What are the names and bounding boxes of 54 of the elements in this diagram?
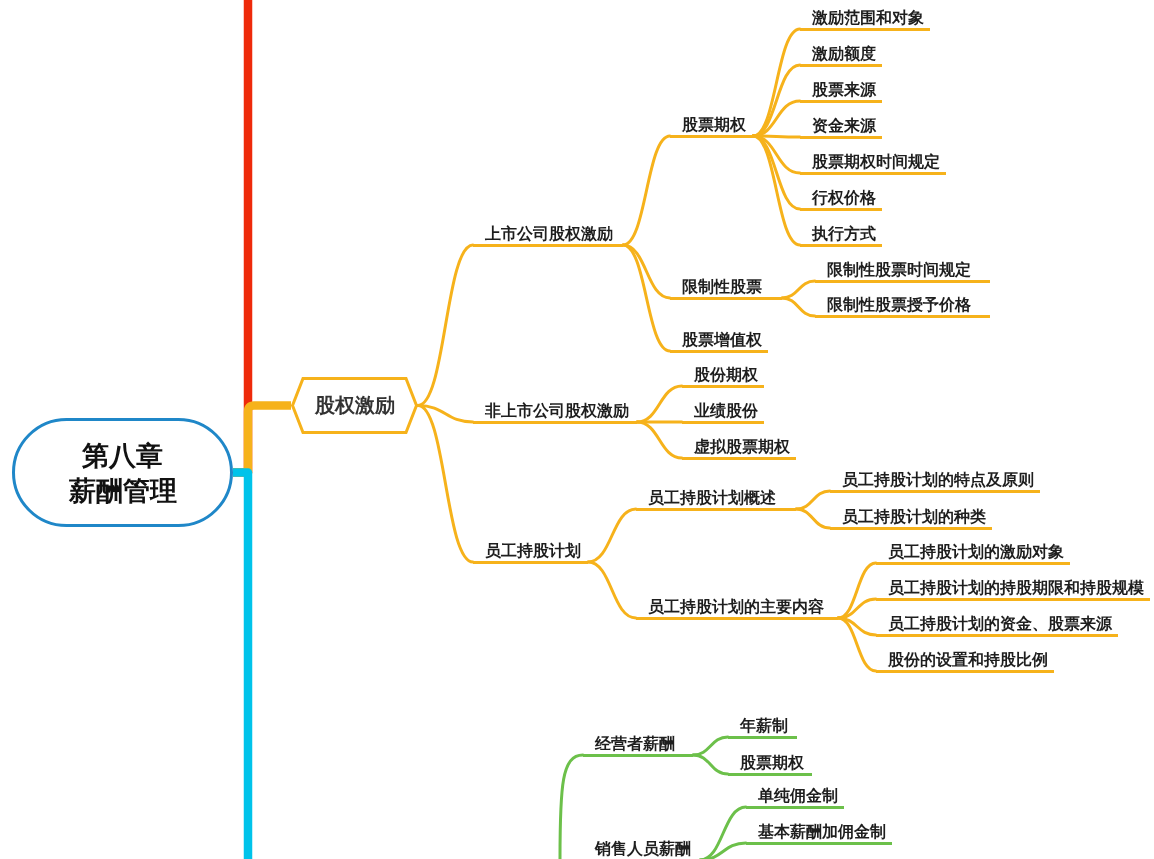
- branch-line: [698, 841, 748, 859]
- branch-topic: 员工持股计划的持股期限和持股规模: [876, 578, 1150, 601]
- branch-topic: 股票期权: [728, 753, 812, 776]
- hexagon-topic: 股权激励: [291, 377, 418, 434]
- branch-topic: 激励范围和对象: [800, 8, 930, 31]
- branch-line: [586, 507, 638, 564]
- branch-topic: 股份期权: [682, 365, 764, 388]
- branch-topic: 行权价格: [800, 188, 882, 211]
- branch-topic: 股票期权: [670, 115, 753, 138]
- branch-topic: 单纯佣金制: [746, 786, 844, 809]
- branch-topic: 员工持股计划概述: [636, 488, 796, 511]
- branch-line: [586, 560, 638, 620]
- branch-line: [416, 404, 475, 564]
- branch-topic: 限制性股票授予价格: [815, 295, 990, 318]
- trunk-line: [233, 468, 253, 859]
- branch-line: [691, 735, 730, 757]
- branch-topic: 激励额度: [800, 44, 882, 67]
- branch-line: [794, 507, 832, 530]
- branch-line: [635, 384, 684, 424]
- branch-topic: 股票增值权: [670, 330, 768, 353]
- branch-topic: 员工持股计划的资金、股票来源: [876, 614, 1118, 637]
- branch-line: [621, 243, 672, 353]
- branch-topic: 基本薪酬加佣金制: [746, 822, 892, 845]
- branch-topic: 员工持股计划的特点及原则: [830, 470, 1040, 493]
- branch-line: [751, 134, 802, 247]
- branch-topic: 上市公司股权激励: [473, 224, 623, 247]
- branch-line: [635, 420, 684, 460]
- branch-line: [836, 597, 878, 620]
- branch-line: [794, 489, 832, 511]
- branch-topic: 股份的设置和持股比例: [876, 650, 1054, 673]
- branch-topic: 员工持股计划: [473, 541, 588, 564]
- branch-topic: 虚拟股票期权: [682, 437, 796, 460]
- branch-topic: 业绩股份: [682, 401, 764, 424]
- branch-line: [836, 616, 878, 673]
- branch-topic: 限制性股票时间规定: [815, 260, 990, 283]
- branch-topic: 销售人员薪酬: [583, 839, 700, 859]
- branch-line: [780, 296, 817, 318]
- topic-text: 第八章: [82, 438, 163, 473]
- branch-topic: 限制性股票: [670, 277, 782, 300]
- branch-line: [751, 99, 802, 138]
- branch-topic: 股票期权时间规定: [800, 152, 946, 175]
- branch-topic: 员工持股计划的主要内容: [636, 597, 838, 620]
- branch-topic: 员工持股计划的种类: [830, 507, 992, 530]
- branch-line: [691, 753, 730, 776]
- topic-text: 薪酬管理: [68, 473, 177, 508]
- branch-topic: 资金来源: [800, 116, 882, 139]
- branch-topic: 非上市公司股权激励: [473, 401, 637, 424]
- branch-line: [780, 279, 817, 300]
- branch-topic: 员工持股计划的激励对象: [876, 542, 1070, 565]
- branch-topic: 年薪制: [728, 716, 797, 739]
- branch-line: [621, 134, 672, 247]
- branch-topic: 经营者薪酬: [583, 734, 693, 757]
- branch-topic: 执行方式: [800, 224, 882, 247]
- branch-topic: 股票来源: [800, 80, 882, 103]
